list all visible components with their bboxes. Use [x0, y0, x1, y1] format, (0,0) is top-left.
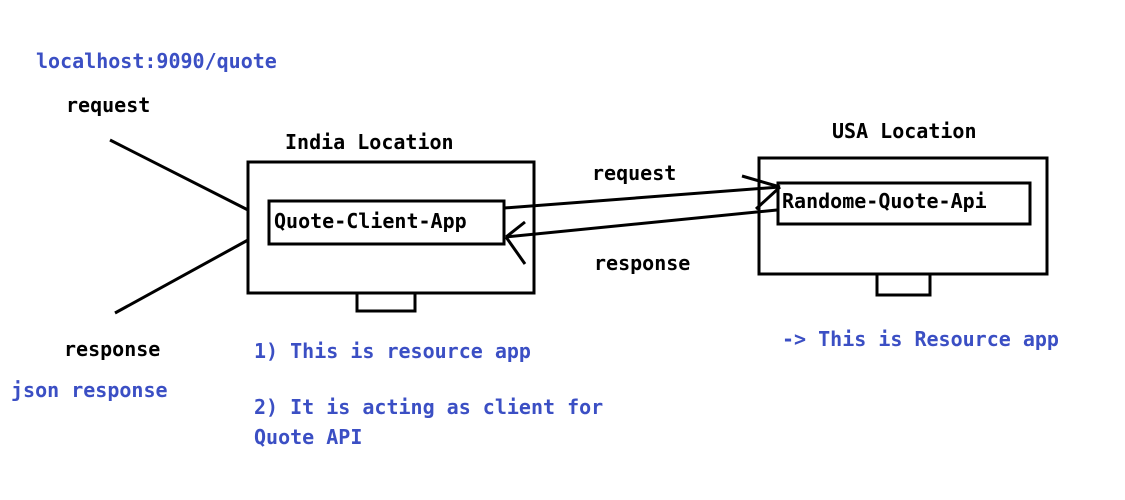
usa-location-title: USA Location — [832, 119, 977, 143]
left-request-line — [109, 138, 249, 212]
response-arrowhead-upper — [505, 220, 526, 239]
random-quote-api-box — [776, 181, 1032, 226]
india-note-1: 1) This is resource app — [254, 339, 531, 363]
response-arrowhead-lower — [504, 236, 527, 265]
india-monitor-stand — [355, 291, 417, 313]
usa-monitor-screen — [757, 156, 1049, 276]
usa-note: -> This is Resource app — [782, 327, 1059, 351]
request-arrowhead-lower — [754, 185, 782, 211]
endpoint-url: localhost:9090/quote — [36, 49, 277, 73]
middle-request-label: request — [592, 161, 677, 185]
request-arrow-line — [503, 185, 781, 210]
quote-client-app-label: Quote-Client-App — [274, 209, 467, 233]
quote-client-app-box — [267, 199, 506, 246]
usa-monitor-stand — [875, 272, 932, 297]
middle-response-label: response — [594, 251, 691, 275]
india-note-2-line-1: 2) It is acting as client for — [254, 395, 604, 419]
left-response-label: response — [64, 337, 161, 361]
json-response-label: json response — [11, 378, 168, 402]
response-arrow-line — [505, 208, 778, 239]
left-request-label: request — [66, 93, 151, 117]
random-quote-api-label: Randome-Quote-Api — [782, 189, 987, 213]
left-response-line — [114, 238, 249, 315]
request-arrowhead-upper — [741, 174, 781, 189]
india-location-title: India Location — [285, 130, 454, 154]
india-note-2-line-2: Quote API — [254, 425, 363, 449]
